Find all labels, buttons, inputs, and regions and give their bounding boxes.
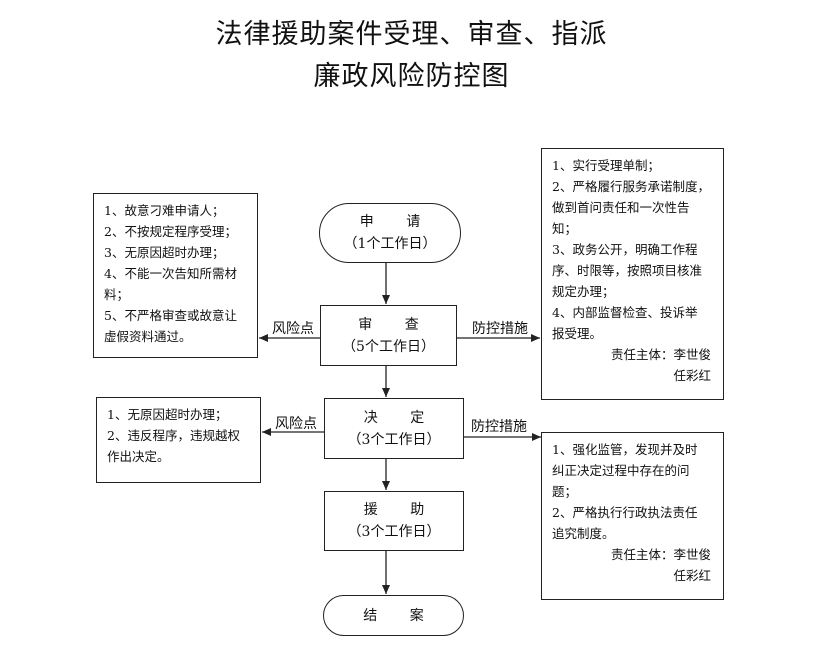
risk-box-decide: 1、无原因超时办理； 2、违反程序，违规越权 作出决定。 [96, 397, 261, 483]
label-risk-point-review: 风险点 [272, 321, 314, 337]
risk-review-line: 3、无原因超时办理； [104, 245, 225, 260]
measures-box-review: 1、实行受理单制； 2、严格履行服务承诺制度， 做到首问责任和一次性告 知； 3… [541, 148, 724, 400]
measures-decide-line: 题； [552, 484, 578, 499]
measures-decide-line: 2、严格执行行政执法责任 [552, 505, 698, 520]
measures-review-line: 序、时限等，按照项目核准 [552, 263, 703, 278]
node-decide: 决 定 （3个工作日） [324, 398, 464, 459]
measures-decide-responsible: 责任主体：李世俊 [610, 547, 711, 562]
risk-review-line: 虚假资料通过。 [104, 329, 192, 344]
risk-review-line: 2、不按规定程序受理； [104, 224, 237, 239]
node-aid-name: 援 助 [363, 502, 439, 518]
risk-review-line: 4、不能一次告知所需材 [104, 266, 237, 281]
diagram-title-line2: 廉政风险防控图 [313, 61, 510, 92]
measures-decide-responsible-2: 任彩红 [673, 568, 711, 583]
measures-review-responsible-2: 任彩红 [673, 368, 711, 383]
label-measures-decide: 防控措施 [471, 419, 527, 435]
measures-decide-line: 纠正决定过程中存在的问 [552, 463, 690, 478]
risk-decide-line: 作出决定。 [107, 449, 170, 464]
node-decide-name: 决 定 [363, 409, 439, 426]
measures-review-line: 3、政务公开，明确工作程 [552, 242, 698, 257]
risk-review-line: 5、不严格审查或故意让 [104, 308, 237, 323]
measures-review-line: 报受理。 [552, 326, 603, 341]
measures-decide-line: 追究制度。 [552, 526, 615, 541]
risk-decide-line: 1、无原因超时办理； [107, 407, 228, 422]
node-aid-days: （3个工作日） [347, 524, 441, 540]
label-risk-point-decide: 风险点 [275, 416, 317, 432]
measures-decide-line: 1、强化监管，发现并及时 [552, 442, 698, 457]
measures-review-responsible: 责任主体：李世俊 [610, 347, 711, 362]
measures-box-decide: 1、强化监管，发现并及时 纠正决定过程中存在的问 题； 2、严格执行行政执法责任… [541, 432, 724, 600]
node-apply-name: 申 请 [359, 214, 435, 230]
node-review: 审 查 （5个工作日） [320, 305, 457, 366]
label-measures-review: 防控措施 [472, 321, 528, 337]
measures-review-line: 2、严格履行服务承诺制度， [552, 179, 710, 194]
node-close-name: 结 案 [363, 607, 438, 624]
node-apply-days: （1个工作日） [343, 236, 437, 252]
node-review-days: （5个工作日） [342, 338, 435, 355]
node-decide-days: （3个工作日） [347, 431, 441, 448]
risk-review-line: 1、故意刁难申请人； [104, 203, 225, 218]
node-close: 结 案 [323, 595, 464, 636]
risk-review-line: 料； [104, 287, 130, 302]
measures-review-line: 1、实行受理单制； [552, 158, 660, 173]
risk-box-review: 1、故意刁难申请人； 2、不按规定程序受理； 3、无原因超时办理； 4、不能一次… [93, 193, 258, 358]
node-review-name: 审 查 [358, 316, 433, 333]
node-aid: 援 助 （3个工作日） [324, 491, 464, 551]
measures-review-line: 规定办理； [552, 284, 615, 299]
measures-review-line: 知； [552, 221, 578, 236]
diagram-title-line1: 法律援助案件受理、审查、指派 [215, 19, 608, 50]
risk-decide-line: 2、违反程序，违规越权 [107, 428, 240, 443]
measures-review-line: 4、内部监督检查、投诉举 [552, 305, 698, 320]
measures-review-line: 做到首问责任和一次性告 [552, 200, 690, 215]
node-apply: 申 请 （1个工作日） [319, 203, 461, 263]
